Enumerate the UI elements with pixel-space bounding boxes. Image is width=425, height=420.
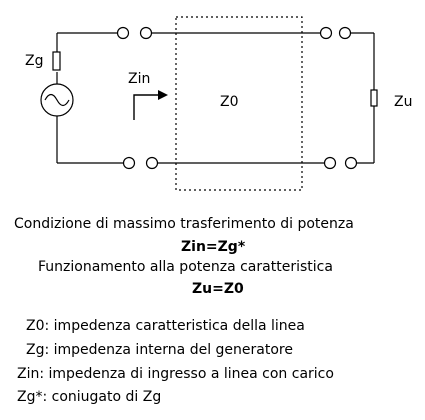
ac-source-icon xyxy=(40,83,74,117)
input-terminals xyxy=(116,26,159,170)
condition-formula: Zin=Zg* xyxy=(181,239,246,255)
output-terminal-bottom-right xyxy=(344,156,358,170)
output-terminal-bottom-left xyxy=(323,156,337,170)
generator-impedance-label: Zg xyxy=(25,53,43,69)
circuit-diagram: Zg Zin Z0 Zu xyxy=(25,16,412,191)
legend-item-zin: Zin: impedenza di ingresso a linea con c… xyxy=(17,366,334,382)
load-impedance-resistor xyxy=(370,89,378,107)
condition-title: Condizione di massimo trasferimento di p… xyxy=(14,216,354,232)
legend-item-zg: Zg: impedenza interna del generatore xyxy=(26,342,293,358)
input-impedance-arrow-icon xyxy=(133,90,168,120)
legend-item-zg-conjugate: Zg*: coniugato di Zg xyxy=(17,389,162,405)
input-terminal-top-right xyxy=(139,26,153,40)
load-impedance-label: Zu xyxy=(394,94,412,110)
line-wires xyxy=(152,32,324,164)
input-terminal-top-left xyxy=(116,26,130,40)
line-impedance-label: Z0 xyxy=(220,94,239,110)
characteristic-title: Funzionamento alla potenza caratteristic… xyxy=(38,259,333,275)
input-terminal-bottom-right xyxy=(145,156,159,170)
transmission-line-box xyxy=(175,16,303,191)
load-wires xyxy=(351,32,375,164)
output-terminal-top-left xyxy=(319,26,333,40)
characteristic-formula: Zu=Z0 xyxy=(192,281,244,297)
source-wires xyxy=(56,32,123,164)
legend-item-z0: Z0: impedenza caratteristica della linea xyxy=(26,318,305,334)
input-impedance-label: Zin xyxy=(128,71,150,87)
input-terminal-bottom-left xyxy=(122,156,136,170)
output-terminal-top-right xyxy=(338,26,352,40)
output-terminals xyxy=(319,26,358,170)
generator-impedance-resistor xyxy=(52,51,61,71)
